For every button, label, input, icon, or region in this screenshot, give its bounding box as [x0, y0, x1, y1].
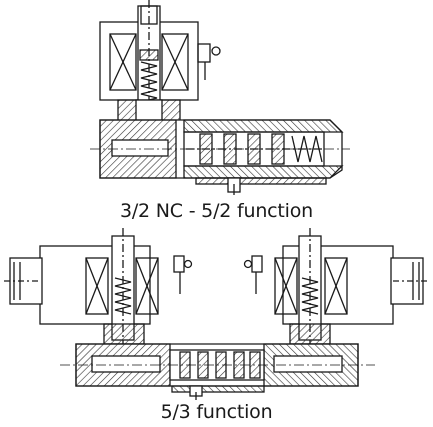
double-solenoid-valve-svg	[4, 228, 430, 400]
single-solenoid-valve-svg	[90, 0, 350, 195]
left-solenoid	[4, 228, 193, 368]
coil-right	[161, 33, 189, 91]
double-solenoid-valve-drawing	[0, 228, 433, 400]
right-solenoid	[243, 228, 430, 368]
caption-3-2-nc-5-2: 3/2 NC - 5/2 function	[119, 200, 314, 222]
single-solenoid-valve-drawing	[0, 0, 433, 195]
coil-left	[109, 33, 137, 91]
caption-5-3: 5/3 function	[160, 401, 273, 423]
